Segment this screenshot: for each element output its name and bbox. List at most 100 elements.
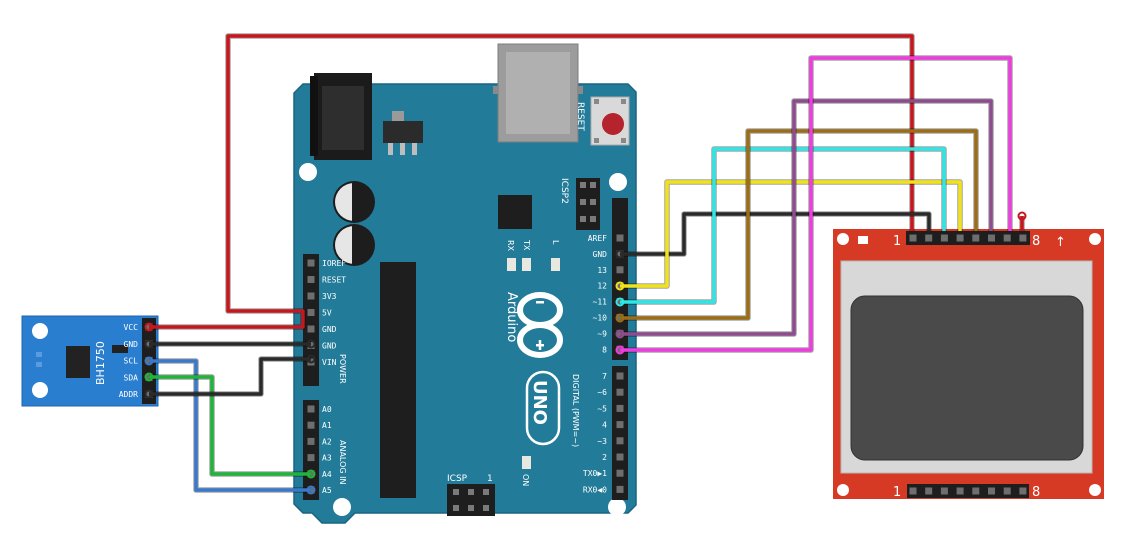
l-label: L (551, 240, 560, 245)
lcd-top-pin[interactable] (925, 234, 933, 242)
on-label: ON (521, 474, 530, 486)
digital-pin[interactable] (616, 485, 624, 493)
rx-label: RX (506, 240, 515, 252)
mounting-hole (1089, 484, 1101, 496)
analog-pin[interactable] (307, 405, 315, 413)
icsp2-header (576, 178, 600, 230)
digital-pin[interactable] (616, 421, 624, 429)
tx-led (522, 258, 531, 271)
digital-pin-label: ~6 (597, 388, 607, 397)
lcd-bottom-pin[interactable] (972, 487, 980, 495)
digital-pin[interactable] (616, 469, 624, 477)
analog-pin-label: A5 (322, 486, 332, 495)
power-pin[interactable] (307, 309, 315, 316)
power-pin-label: 5V (322, 309, 332, 318)
lcd-top-pin[interactable] (1003, 234, 1011, 242)
digital-pin-label: 4 (602, 421, 607, 430)
lcd-bottom-pin[interactable] (1019, 487, 1027, 495)
rx-led (507, 258, 516, 271)
mounting-hole (32, 382, 48, 398)
tx-label: TX (522, 239, 531, 251)
mounting-hole (299, 163, 317, 181)
power-pin[interactable] (307, 325, 315, 333)
mounting-hole (609, 173, 627, 191)
lcd-bottom-pin[interactable] (940, 487, 948, 495)
power-pin-label: VIN (322, 358, 337, 367)
analog-header (303, 400, 319, 500)
analog-pin[interactable] (307, 437, 315, 445)
digital-pin[interactable] (616, 388, 624, 396)
lcd-top-pin[interactable] (940, 234, 948, 242)
capacitor (333, 181, 375, 223)
digital-pin[interactable] (616, 266, 624, 274)
lcd-top-pin[interactable] (1019, 234, 1027, 242)
power-pin-label: 3V3 (322, 292, 337, 301)
microcontroller-chip (380, 262, 416, 498)
lcd-top-pin[interactable] (972, 234, 980, 242)
analog-pin[interactable] (307, 421, 315, 429)
wire-layer (144, 33, 1027, 495)
icsp-label: ICSP (447, 474, 468, 484)
wire-addr-gnd[interactable] (144, 354, 316, 399)
power-pin[interactable] (307, 259, 315, 267)
svg-text:UNO: UNO (529, 380, 550, 425)
digital-pin[interactable] (616, 453, 624, 461)
analog-pin[interactable] (307, 454, 315, 462)
analog-pin-label: A0 (322, 405, 332, 414)
sensor-name: BH1750 (94, 341, 107, 385)
wire-sda-a4[interactable] (144, 372, 316, 479)
icsp2-label: ICSP2 (559, 178, 569, 204)
digital-pin-label: AREF (588, 234, 607, 243)
icsp-pin1-label: 1 (487, 474, 493, 484)
digital-pin-label: TX0▶1 (583, 469, 607, 478)
digital-pin[interactable] (616, 404, 624, 412)
digital-pin-label: ~5 (597, 404, 607, 413)
power-pin[interactable] (307, 292, 315, 300)
digital-pin-label: ~10 (593, 314, 608, 323)
wire-gnd-sensor[interactable] (144, 339, 316, 349)
wire-scl-a5[interactable] (144, 356, 316, 495)
analog-pin-label: A3 (322, 454, 332, 463)
digital-pin-label: 7 (602, 372, 607, 381)
lcd-top-pin-last: 8 (1032, 234, 1040, 249)
power-header-label: POWER (338, 354, 347, 384)
dc-power-jack (310, 73, 372, 160)
digital-pin[interactable] (616, 234, 624, 242)
power-pin-label: GND (322, 325, 337, 334)
sensor-pin-label: VCC (124, 323, 139, 332)
digital-pin-label: GND (593, 250, 608, 259)
digital-header-label: DIGITAL (PWM=~) (571, 374, 580, 447)
digital-pin-label: ~9 (597, 329, 607, 338)
arduino-logo (517, 292, 563, 358)
lcd-screen (850, 295, 1084, 461)
sensor-pin-label: GND (124, 340, 139, 349)
lcd-bottom-pin[interactable] (1003, 487, 1011, 495)
lcd-bottom-pin[interactable] (956, 487, 964, 495)
digital-pin-label: 13 (597, 266, 607, 275)
power-pin-label: IOREF (322, 259, 346, 268)
lcd-bottom-pin[interactable] (988, 487, 995, 495)
digital-pin-label: 12 (597, 282, 607, 291)
digital-pin[interactable] (616, 437, 624, 445)
power-pin[interactable] (307, 276, 315, 283)
digital-pin[interactable] (616, 372, 624, 380)
power-pin-label: GND (322, 342, 337, 351)
usb-serial-chip (498, 195, 532, 229)
lcd-top-pin[interactable] (909, 234, 917, 242)
digital-lower-header (612, 366, 628, 500)
reset-label: RESET (575, 102, 585, 131)
reset-button[interactable] (590, 96, 630, 146)
mounting-hole (837, 484, 849, 496)
lcd-bottom-pin[interactable] (909, 487, 917, 495)
digital-pin-label: 2 (602, 453, 607, 462)
lcd-bottom-pin-first: 1 (893, 485, 901, 500)
analog-pin-label: A2 (322, 437, 332, 446)
arduino-uno-board: RESET ICSP2 RX TX L (293, 43, 637, 524)
lcd-top-pin[interactable] (988, 234, 995, 242)
lcd-top-pin[interactable] (956, 234, 964, 242)
arduino-brand: Arduino (504, 292, 519, 342)
analog-pin-label: A4 (322, 470, 332, 479)
lcd-bottom-pin[interactable] (925, 487, 933, 495)
